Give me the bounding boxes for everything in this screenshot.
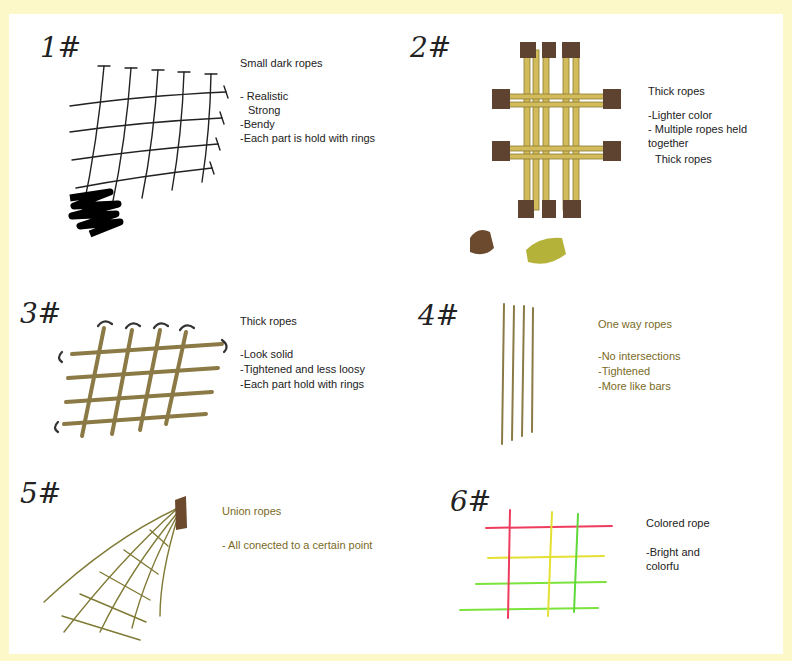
note-text: Thick ropes: [240, 314, 297, 328]
union-rope-net: [44, 508, 178, 640]
rope-knot: [492, 42, 621, 218]
note-text: -Lighter color: [648, 108, 712, 122]
anchor-point: [175, 496, 187, 530]
note-text: Thick ropes: [648, 84, 705, 98]
note-text: -Bright and colorfu: [646, 545, 722, 573]
note-text: One way ropes: [598, 317, 672, 331]
note-text: -Each part is hold with rings: [240, 131, 375, 145]
concept-number: 6#: [450, 486, 491, 518]
note-text: - Multiple ropes held together: [648, 122, 768, 150]
bar-ropes: [502, 304, 533, 444]
note-text: Thick ropes: [655, 152, 712, 166]
colored-rope-net: [460, 510, 612, 618]
concept-number: 2#: [410, 32, 451, 64]
note-text: -Tightened and less loosy: [240, 362, 365, 376]
note-text: Small dark ropes: [240, 56, 323, 70]
note-text: -Tightened: [598, 364, 650, 378]
bundled-ropes: [496, 50, 620, 210]
note-text: Colored rope: [646, 516, 710, 530]
concept-number: 3#: [20, 298, 61, 330]
note-text: -More like bars: [598, 379, 671, 393]
note-text: - All conected to a certain point: [222, 538, 372, 552]
note-text: Union ropes: [222, 504, 281, 518]
concept-number: 1#: [40, 32, 81, 64]
color-swatch: [470, 230, 494, 254]
rope-ring: [55, 321, 227, 432]
note-text: -Bendy: [240, 117, 275, 131]
note-text: Strong: [248, 103, 280, 117]
note-text: -Each part hold with rings: [240, 377, 364, 391]
note-text: - Realistic: [240, 89, 288, 103]
color-swatch: [70, 192, 120, 234]
note-text: -No intersections: [598, 349, 681, 363]
note-text: -Look solid: [240, 347, 293, 361]
color-swatch: [526, 238, 566, 264]
concept-number: 5#: [20, 478, 61, 510]
concept-number: 4#: [418, 300, 459, 332]
thick-rope-net: [64, 328, 222, 436]
